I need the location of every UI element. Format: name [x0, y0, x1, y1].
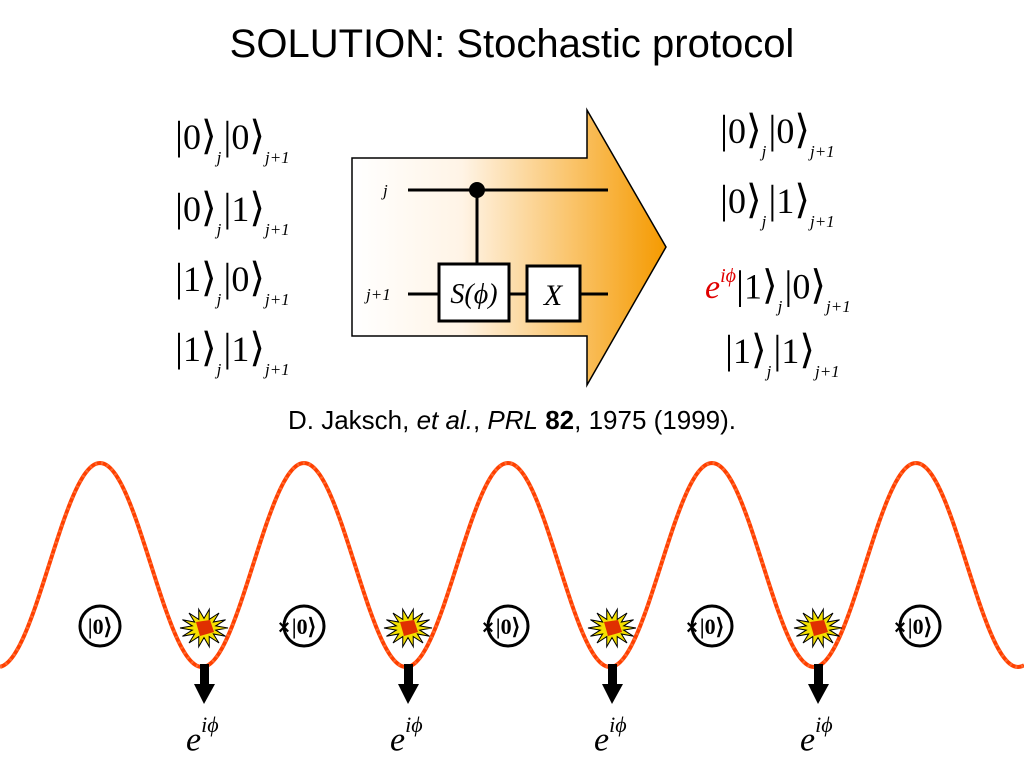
- phase-label: eiϕ: [800, 712, 833, 759]
- atom-site-state: |0⟩: [908, 614, 932, 639]
- right-ket-row: |1⟩j|1⟩j+1: [725, 327, 840, 382]
- x-gate-box: [525, 264, 582, 323]
- cross-mark: ×: [482, 617, 494, 639]
- s-gate-label: S(ϕ): [450, 279, 497, 310]
- wire-j-plus-1-label: j+1: [364, 285, 391, 304]
- cross-mark: ×: [686, 617, 698, 639]
- down-arrow-icon: [608, 664, 617, 686]
- collision-burst-icon: [793, 607, 843, 704]
- phase-label: eiϕ: [594, 712, 627, 759]
- right-ket-row: eiϕ|1⟩j|0⟩j+1: [705, 262, 851, 317]
- left-ket-row: |1⟩j|1⟩j+1: [175, 325, 290, 380]
- s-gate-box: [437, 262, 511, 323]
- lattice-potential-dotted: [0, 461, 1024, 669]
- atom-site-state: |0⟩: [88, 614, 112, 639]
- phase-factor: eiϕ: [705, 265, 737, 307]
- left-ket-row: |1⟩j|0⟩j+1: [175, 255, 290, 310]
- slide-title: SOLUTION: Stochastic protocol: [229, 22, 795, 66]
- atom-site: |0⟩×: [894, 604, 942, 648]
- down-arrow-icon: [404, 664, 413, 686]
- lattice-sites: |0⟩|0⟩×|0⟩×|0⟩×|0⟩×: [78, 604, 942, 648]
- cross-mark: ×: [894, 617, 906, 639]
- transformation-arrow: [351, 107, 667, 388]
- collision-burst-icon: [587, 607, 637, 704]
- atom-site-state: |0⟩: [496, 614, 520, 639]
- left-ket-row: |0⟩j|0⟩j+1: [175, 113, 290, 168]
- wire-j-label: j: [381, 181, 388, 200]
- down-arrow-icon: [814, 664, 823, 686]
- collision-burst-icon: [179, 607, 229, 704]
- collision-burst-icon: [383, 607, 433, 704]
- phase-label: eiϕ: [390, 712, 423, 759]
- atom-site-state: |0⟩: [700, 614, 724, 639]
- right-ket-row: |0⟩j|1⟩j+1: [720, 177, 835, 232]
- atom-site: |0⟩×: [482, 604, 530, 648]
- atom-site-state: |0⟩: [292, 614, 316, 639]
- atom-site: |0⟩×: [686, 604, 734, 648]
- x-gate-label: X: [543, 279, 564, 312]
- left-ket-row: |0⟩j|1⟩j+1: [175, 185, 290, 240]
- down-arrow-icon: [200, 664, 209, 686]
- cross-mark: ×: [278, 617, 290, 639]
- collision-markers: [179, 607, 843, 704]
- citation: D. Jaksch, et al., PRL 82, 1975 (1999).: [287, 405, 737, 435]
- right-ket-row: |0⟩j|0⟩j+1: [720, 107, 835, 162]
- atom-site: |0⟩: [78, 604, 122, 648]
- atom-site: |0⟩×: [278, 604, 326, 648]
- phase-label: eiϕ: [186, 712, 219, 759]
